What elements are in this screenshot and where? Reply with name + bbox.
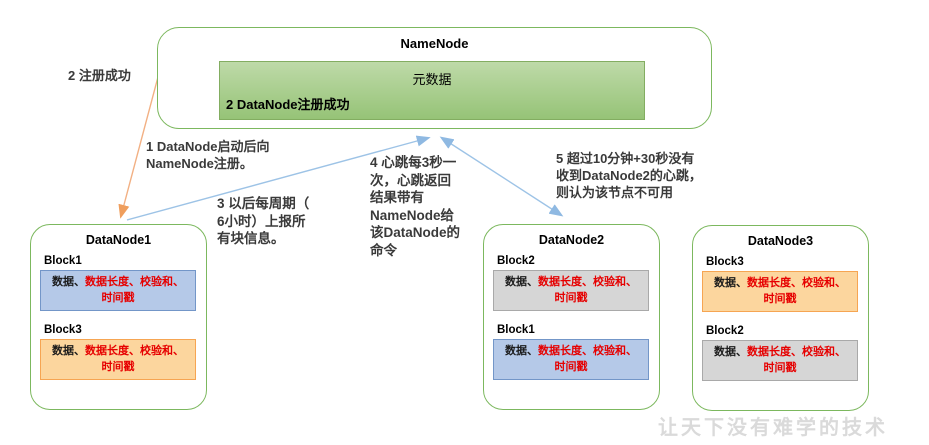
block-box-orange: 数据、数据长度、校验和、 时间戳: [40, 339, 196, 380]
block-text-data: 数据、: [714, 277, 747, 290]
datanode1-box: DataNode1 Block1 数据、数据长度、校验和、 时间戳 Block3…: [30, 224, 207, 410]
watermark-slogan: 让天下没有难学的技术: [658, 415, 888, 439]
block-label: Block2: [497, 255, 535, 267]
block-box-gray: 数据、数据长度、校验和、 时间戳: [493, 270, 649, 311]
block-text-data: 数据、: [505, 345, 538, 358]
arrow-heartbeat-bidirectional: [439, 136, 564, 217]
datanode2-box: DataNode2 Block2 数据、数据长度、校验和、 时间戳 Block1…: [483, 224, 660, 410]
block-box-gray: 数据、数据长度、校验和、 时间戳: [702, 340, 858, 381]
block-text-fields: 数据长度、校验和、 时间戳: [538, 345, 637, 373]
block-label: Block3: [706, 256, 744, 268]
block-text-data: 数据、: [505, 276, 538, 289]
block-box-blue: 数据、数据长度、校验和、 时间戳: [40, 270, 196, 311]
block-text-data: 数据、: [52, 345, 85, 358]
arrow-register-response: [118, 76, 159, 219]
datanode3-box: DataNode3 Block3 数据、数据长度、校验和、 时间戳 Block2…: [692, 225, 869, 411]
namenode-title: NameNode: [400, 36, 469, 51]
block-text-fields: 数据长度、校验和、 时间戳: [747, 277, 846, 305]
annotation-step1: 1 DataNode启动后向 NameNode注册。: [146, 139, 270, 171]
datanode1-title: DataNode1: [85, 233, 152, 247]
block-text-fields: 数据长度、校验和、 时间戳: [747, 346, 846, 374]
block-box-blue: 数据、数据长度、校验和、 时间戳: [493, 339, 649, 380]
annotation-register-success: 2 注册成功: [68, 68, 131, 83]
metadata-box: 元数据 2 DataNode注册成功: [219, 61, 645, 120]
register-success-note: 2 DataNode注册成功: [226, 97, 350, 112]
block-text-data: 数据、: [714, 346, 747, 359]
block-box-orange: 数据、数据长度、校验和、 时间戳: [702, 271, 858, 312]
annotation-step5: 5 超过10分钟+30秒没有 收到DataNode2的心跳， 则认为该节点不可用: [556, 151, 702, 200]
datanode3-title: DataNode3: [747, 234, 814, 248]
block-label: Block2: [706, 325, 744, 337]
block-label: Block1: [44, 255, 82, 267]
block-text-fields: 数据长度、校验和、 时间戳: [85, 276, 184, 304]
metadata-label: 元数据: [412, 72, 452, 87]
block-label: Block3: [44, 324, 82, 336]
annotation-step3: 3 以后每周期（ 6小时）上报所 有块信息。: [217, 196, 310, 247]
block-text-fields: 数据长度、校验和、 时间戳: [538, 276, 637, 304]
block-label: Block1: [497, 324, 535, 336]
namenode-box: NameNode 元数据 2 DataNode注册成功: [157, 27, 712, 129]
datanode2-title: DataNode2: [538, 233, 605, 247]
block-text-fields: 数据长度、校验和、 时间戳: [85, 345, 184, 373]
arrow-register-request: [126, 135, 431, 221]
annotation-step4: 4 心跳每3秒一 次，心跳返回 结果带有 NameNode给 该DataNode…: [370, 155, 461, 258]
block-text-data: 数据、: [52, 276, 85, 289]
